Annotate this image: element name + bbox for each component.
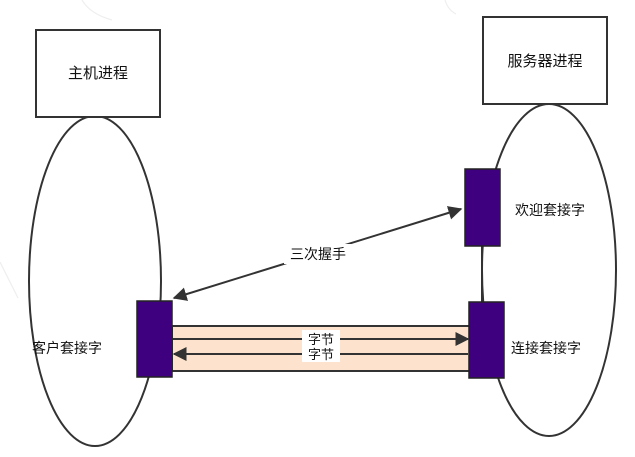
server-process-box [482,16,608,105]
byte-label-bg-top [302,330,340,346]
byte-label-bg-bottom [302,346,340,362]
welcome-socket [464,168,501,247]
host-process-label: 主机进程 [68,64,128,82]
client-socket [136,300,173,378]
welcome-socket-label: 欢迎套接字 [515,202,585,219]
server-ellipse [481,103,617,437]
byte-label-to-client: 字节 [308,348,334,363]
host-ellipse [28,115,162,447]
connection-socket-label: 连接套接字 [511,340,581,357]
server-process-label: 服务器进程 [507,52,582,70]
handshake-label: 三次握手 [290,247,346,263]
handshake-label-bg [284,244,352,264]
host-process-box [35,29,161,118]
byte-label-to-server: 字节 [308,333,334,348]
connection-socket [468,301,505,379]
client-socket-label: 客户套接字 [32,340,102,357]
watermark-arcs [0,0,457,299]
